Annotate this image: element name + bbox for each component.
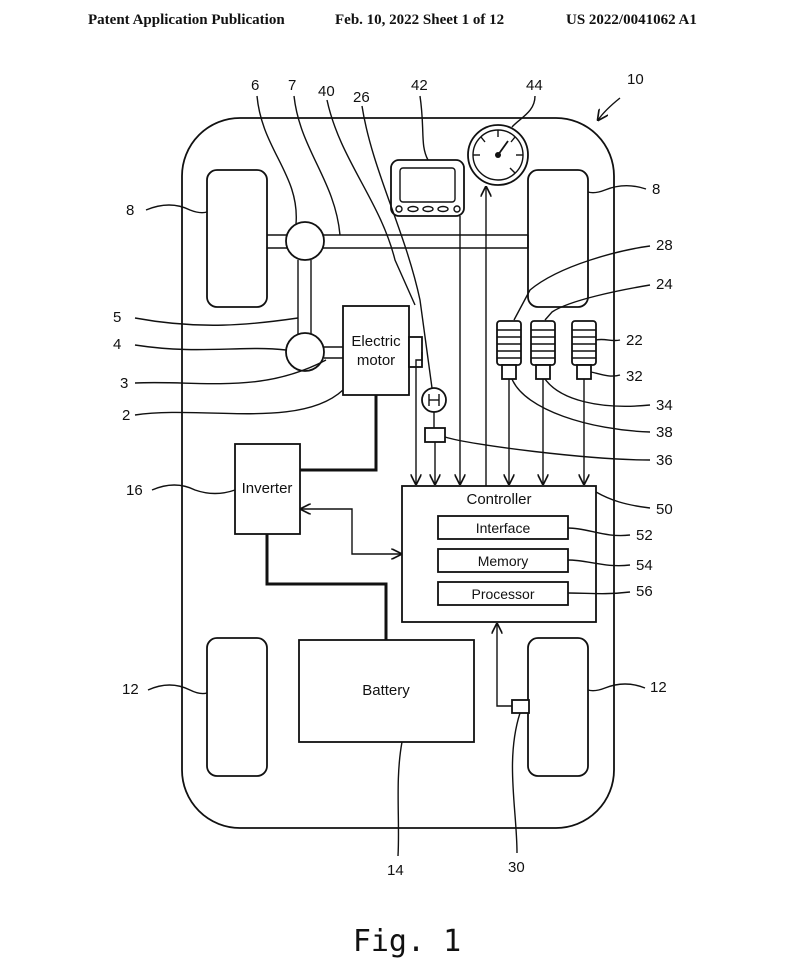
ref-54: 54 [636, 557, 653, 574]
figure-label: Fig. 1 [353, 924, 461, 959]
ref-22: 22 [626, 332, 643, 349]
differential-gear [285, 221, 325, 261]
ref-24: 24 [656, 276, 673, 293]
rear-right-wheel [527, 637, 589, 777]
publication-number: US 2022/0041062 A1 [566, 12, 697, 28]
ref-40: 40 [318, 83, 335, 100]
rear-wheel-sensor [511, 699, 530, 714]
inverter [234, 443, 301, 535]
ref-30: 30 [508, 859, 525, 876]
front-left-wheel [206, 169, 268, 308]
ref-26: 26 [353, 89, 370, 106]
pedal-sensor-left [496, 320, 522, 380]
ref-34: 34 [656, 397, 673, 414]
ref-2: 2 [122, 407, 130, 424]
ref-28: 28 [656, 237, 673, 254]
rear-sensor-signal [497, 624, 512, 707]
ref-8-right: 8 [652, 181, 660, 198]
ref-14: 14 [387, 862, 404, 879]
ref-7: 7 [288, 77, 296, 94]
battery [298, 639, 475, 743]
shift-lever-icon [421, 387, 447, 428]
ref-44: 44 [526, 77, 543, 94]
controller-label: Controller [466, 491, 531, 508]
ref-12-right: 12 [650, 679, 667, 696]
processor-label: Processor [471, 586, 534, 602]
ref-56: 56 [636, 583, 653, 600]
ref-16: 16 [126, 482, 143, 499]
motor-sensor-signal [416, 352, 423, 484]
ref-36: 36 [656, 452, 673, 469]
ref-8-left: 8 [126, 202, 134, 219]
inverter-battery-power-line [265, 534, 388, 640]
electric-motor-label-1: Electric [351, 333, 401, 350]
ref-32: 32 [626, 368, 643, 385]
reduction-gear [285, 332, 325, 372]
inverter-controller-signal [301, 509, 401, 554]
interface-label: Interface [476, 520, 531, 536]
leader-lines [134, 95, 651, 857]
memory-label: Memory [478, 553, 529, 569]
ref-6: 6 [251, 77, 259, 94]
motor-inverter-power-line [300, 395, 378, 472]
pedal-sensor-middle [530, 320, 556, 380]
display-screen [399, 167, 456, 203]
pedal-sensor-right [571, 320, 597, 380]
ref-38: 38 [656, 424, 673, 441]
shift-position-sensor [424, 427, 446, 443]
ref-50: 50 [656, 501, 673, 518]
ref-5: 5 [113, 309, 121, 326]
publication-title: Patent Application Publication [88, 12, 285, 28]
ref-4: 4 [113, 336, 121, 353]
publication-date-sheet: Feb. 10, 2022 Sheet 1 of 12 [335, 12, 505, 28]
speedometer-icon [467, 124, 529, 186]
electric-motor [342, 305, 410, 396]
ref-42: 42 [411, 77, 428, 94]
rear-left-wheel [206, 637, 268, 777]
ref-3: 3 [120, 375, 128, 392]
inverter-label: Inverter [242, 480, 293, 497]
ref-10: 10 [627, 71, 644, 88]
ref-12-left: 12 [122, 681, 139, 698]
ref-52: 52 [636, 527, 653, 544]
battery-label: Battery [362, 682, 410, 699]
electric-motor-label-2: motor [357, 352, 395, 369]
front-right-wheel [527, 169, 589, 308]
patent-header: Patent Application Publication Feb. 10, … [0, 10, 800, 34]
